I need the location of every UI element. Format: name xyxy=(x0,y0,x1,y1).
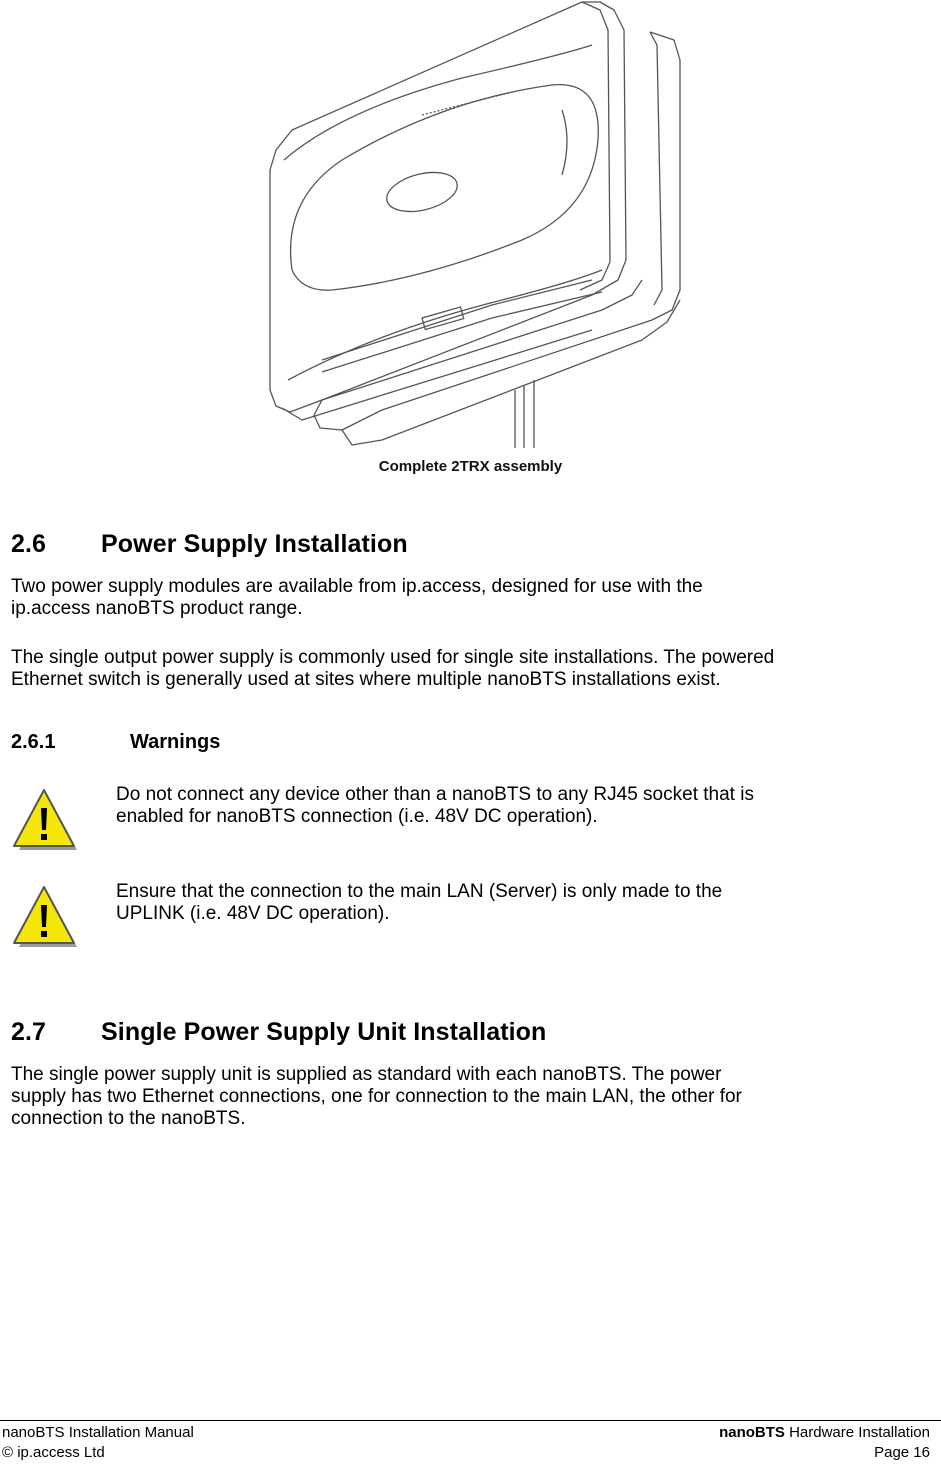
section-number: 2.6.1 xyxy=(11,731,56,753)
text-line: Ensure that the connection to the main L… xyxy=(116,881,723,902)
text-line: The single power supply unit is supplied… xyxy=(11,1064,722,1085)
section-2-7-heading: 2.7 Single Power Supply Unit Installation xyxy=(11,1018,546,1047)
section-2-6-paragraph-2: The single output power supply is common… xyxy=(11,647,939,691)
warning-icon xyxy=(13,886,77,947)
section-title: Power Supply Installation xyxy=(101,530,408,558)
text-line: UPLINK (i.e. 48V DC operation). xyxy=(116,903,390,924)
text-line: The single output power supply is common… xyxy=(11,647,775,668)
text-line: enabled for nanoBTS connection (i.e. 48V… xyxy=(116,806,598,827)
text-line: Two power supply modules are available f… xyxy=(11,576,703,597)
text-line: Ethernet switch is generally used at sit… xyxy=(11,669,721,690)
warning-text: Do not connect any device other than a n… xyxy=(116,784,916,828)
footer-divider xyxy=(0,1420,941,1421)
section-number: 2.6 xyxy=(11,530,47,558)
text-line: connection to the nanoBTS. xyxy=(11,1108,246,1129)
section-2-6-1-heading: 2.6.1 Warnings xyxy=(11,731,220,754)
section-number: 2.7 xyxy=(11,1018,47,1046)
section-2-6-paragraph-1: Two power supply modules are available f… xyxy=(11,576,939,620)
section-2-6-heading: 2.6 Power Supply Installation xyxy=(11,530,408,559)
text-line: Do not connect any device other than a n… xyxy=(116,784,754,805)
figure-caption: Complete 2TRX assembly xyxy=(378,458,563,475)
section-2-7-paragraph: The single power supply unit is supplied… xyxy=(11,1064,939,1130)
footer-copyright: © ip.access Ltd xyxy=(2,1444,105,1461)
nanobts-assembly-illustration xyxy=(269,1,681,448)
section-title: Warnings xyxy=(130,731,221,753)
footer-section-title: nanoBTS Hardware Installation xyxy=(719,1424,930,1442)
section-title: Single Power Supply Unit Installation xyxy=(101,1018,547,1046)
warning-icon xyxy=(13,789,77,850)
warning-text: Ensure that the connection to the main L… xyxy=(116,881,916,925)
footer-section-rest: Hardware Installation xyxy=(784,1424,930,1441)
footer-page-number: Page 16 xyxy=(874,1444,930,1461)
text-line: ip.access nanoBTS product range. xyxy=(11,598,303,619)
footer-section-bold: nanoBTS xyxy=(719,1424,785,1441)
text-line: supply has two Ethernet connections, one… xyxy=(11,1086,742,1107)
footer-doc-title: nanoBTS Installation Manual xyxy=(2,1424,194,1441)
